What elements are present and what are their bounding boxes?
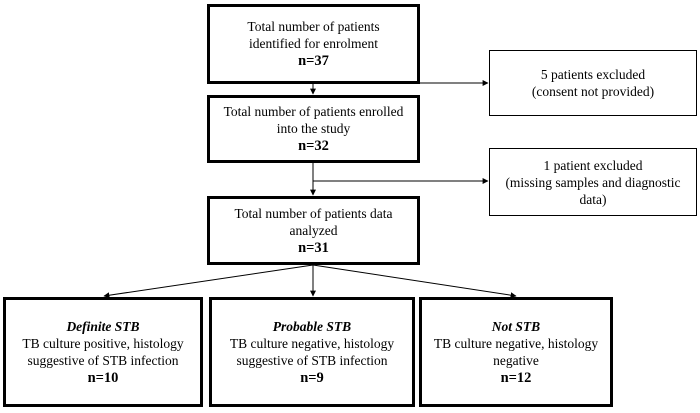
- definite-stb-title: Definite STB: [66, 318, 140, 334]
- probable-stb-count: n=9: [300, 369, 324, 386]
- not-stb-count: n=12: [500, 369, 532, 386]
- definite-stb-line2: suggestive of STB infection: [27, 352, 179, 368]
- enrolled-line1: Total number of patients enrolled: [223, 104, 404, 119]
- arrow-to-not: [312, 264, 517, 299]
- analyzed-line1: Total number of patients data: [234, 205, 393, 221]
- probable-stb-line1: TB culture negative, histology: [229, 335, 395, 351]
- excluded-consent-line2: (consent not provided): [531, 84, 655, 99]
- analyzed-box: Total number of patients data analyzed n…: [207, 196, 420, 265]
- excluded-consent-box: 5 patients excluded (consent not provide…: [489, 50, 697, 116]
- analyzed-line2: analyzed: [289, 222, 338, 238]
- identified-count: n=37: [298, 53, 329, 69]
- not-stb-title: Not STB: [491, 318, 541, 334]
- definite-stb-line1: TB culture positive, histology: [22, 335, 184, 351]
- identified-line2: identified for enrolment: [249, 36, 378, 51]
- definite-stb-count: n=10: [87, 369, 119, 386]
- enrolled-count: n=32: [298, 138, 329, 154]
- probable-stb-line2: suggestive of STB infection: [236, 352, 388, 368]
- enrolled-line2: into the study: [276, 121, 351, 136]
- excluded-missing-line1: 1 patient excluded: [543, 157, 643, 173]
- excluded-missing-line3: data): [579, 191, 607, 207]
- excluded-consent-line1: 5 patients excluded: [540, 67, 646, 82]
- enrolled-box: Total number of patients enrolled into t…: [207, 95, 420, 163]
- probable-stb-title: Probable STB: [272, 318, 352, 334]
- identified-line1: Total number of patients: [247, 19, 380, 34]
- probable-stb-box: Probable STB TB culture negative, histol…: [209, 297, 415, 407]
- identified-box: Total number of patients identified for …: [207, 4, 420, 84]
- definite-stb-box: Definite STB TB culture positive, histol…: [3, 297, 203, 407]
- not-stb-line1: TB culture negative, histology: [433, 335, 599, 351]
- excluded-missing-line2: (missing samples and diagnostic: [505, 174, 681, 190]
- not-stb-box: Not STB TB culture negative, histology n…: [419, 297, 613, 407]
- arrow-to-definite: [103, 264, 314, 299]
- not-stb-line2: negative: [493, 352, 539, 368]
- analyzed-count: n=31: [298, 239, 329, 256]
- excluded-missing-box: 1 patient excluded (missing samples and …: [489, 148, 697, 216]
